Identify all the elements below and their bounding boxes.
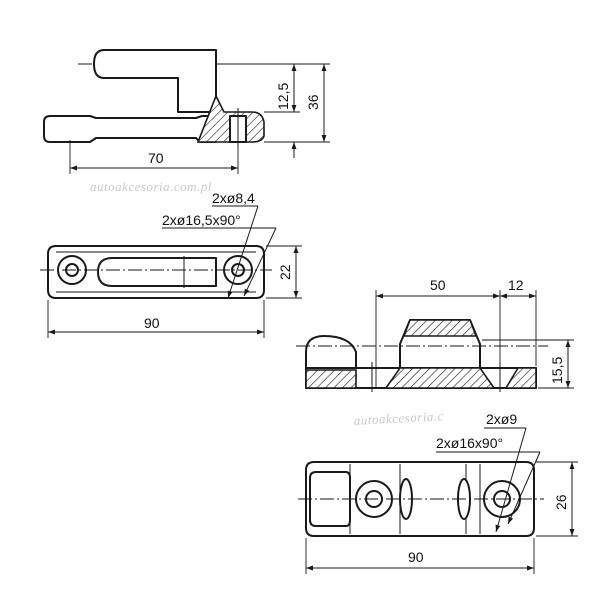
plan-dim-length-label: 90 — [408, 549, 424, 565]
section-left-end — [305, 335, 357, 369]
plan-callout-2: 2xø16x90° — [436, 435, 503, 451]
plan-dim-width-label: 26 — [553, 494, 569, 510]
top-leader-1 — [227, 205, 259, 299]
section-dim-offset-label: 12 — [508, 277, 524, 293]
side-view-hook — [93, 49, 217, 113]
section-dim-spacing-label: 50 — [430, 277, 446, 293]
side-view-base — [43, 115, 217, 143]
side-view: 70 36 12,5 — [43, 49, 330, 174]
plan-view: 2xø9 2xø16x90° 90 26 — [298, 411, 578, 574]
section-view: 50 12 15,5 — [296, 277, 574, 392]
top-callout-2: 2xø16,5x90° — [162, 212, 241, 228]
plan-callout-1: 2xø9 — [486, 411, 517, 427]
side-dim-base-label: 12,5 — [275, 83, 291, 110]
side-dim-length-label: 70 — [148, 150, 164, 166]
watermark-1: autoakcesoria.com.pl — [90, 179, 212, 194]
plan-leader-2 — [507, 451, 541, 525]
top-callout-1: 2xø8,4 — [212, 190, 255, 206]
top-dim-width-label: 22 — [277, 264, 293, 280]
top-view: 2xø8,4 2xø16,5x90° 90 22 — [40, 190, 302, 338]
section-dim-height-label: 15,5 — [549, 357, 565, 384]
section-hatch-center — [384, 367, 496, 389]
side-dim-height-label: 36 — [305, 94, 321, 110]
plan-leader-1 — [495, 427, 527, 533]
section-hatch-left — [305, 369, 357, 389]
watermark-2: autoakcesoria.c — [353, 408, 444, 428]
top-leader-2 — [243, 227, 277, 297]
section-hatch-right — [504, 367, 537, 389]
top-dim-length-label: 90 — [144, 315, 160, 331]
section-hatch-boss-top — [402, 319, 478, 337]
top-view-slot — [97, 257, 217, 287]
